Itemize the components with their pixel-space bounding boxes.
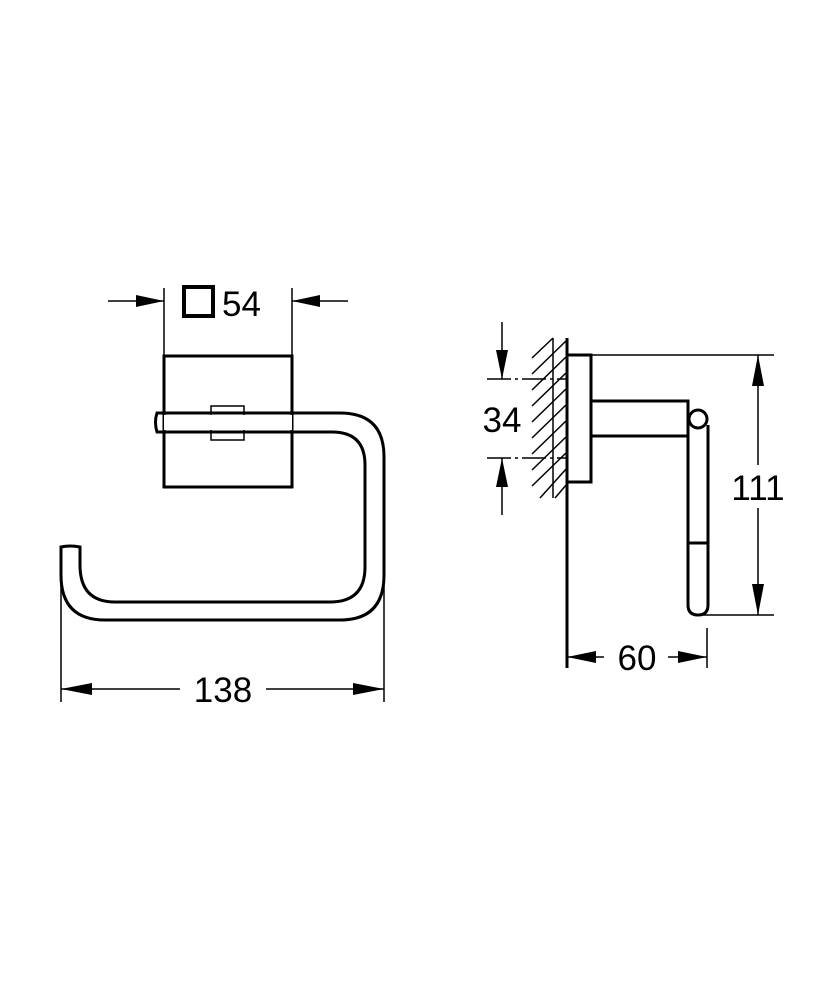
arm bbox=[589, 399, 690, 438]
side-view bbox=[531, 337, 710, 668]
dimension-label-60: 60 bbox=[618, 639, 657, 678]
dimension-label-138: 138 bbox=[194, 671, 252, 710]
wall-hatching bbox=[531, 337, 568, 499]
pivot bbox=[687, 408, 709, 430]
front-view bbox=[59, 354, 386, 622]
dimension-label-111: 111 bbox=[731, 469, 784, 508]
holder-ring bbox=[59, 411, 386, 622]
dimension-60: 60 bbox=[567, 628, 708, 678]
mounting-plate bbox=[565, 353, 593, 484]
dimension-34: 34 bbox=[483, 322, 567, 515]
dimension-138: 138 bbox=[60, 575, 385, 710]
dimension-54: 54 bbox=[108, 285, 348, 356]
dimension-label-34: 34 bbox=[483, 401, 522, 440]
square-icon bbox=[182, 285, 215, 318]
roll-bar bbox=[686, 425, 710, 617]
dimension-111: 111 bbox=[591, 354, 785, 616]
dimension-label-54: 54 bbox=[222, 285, 261, 324]
